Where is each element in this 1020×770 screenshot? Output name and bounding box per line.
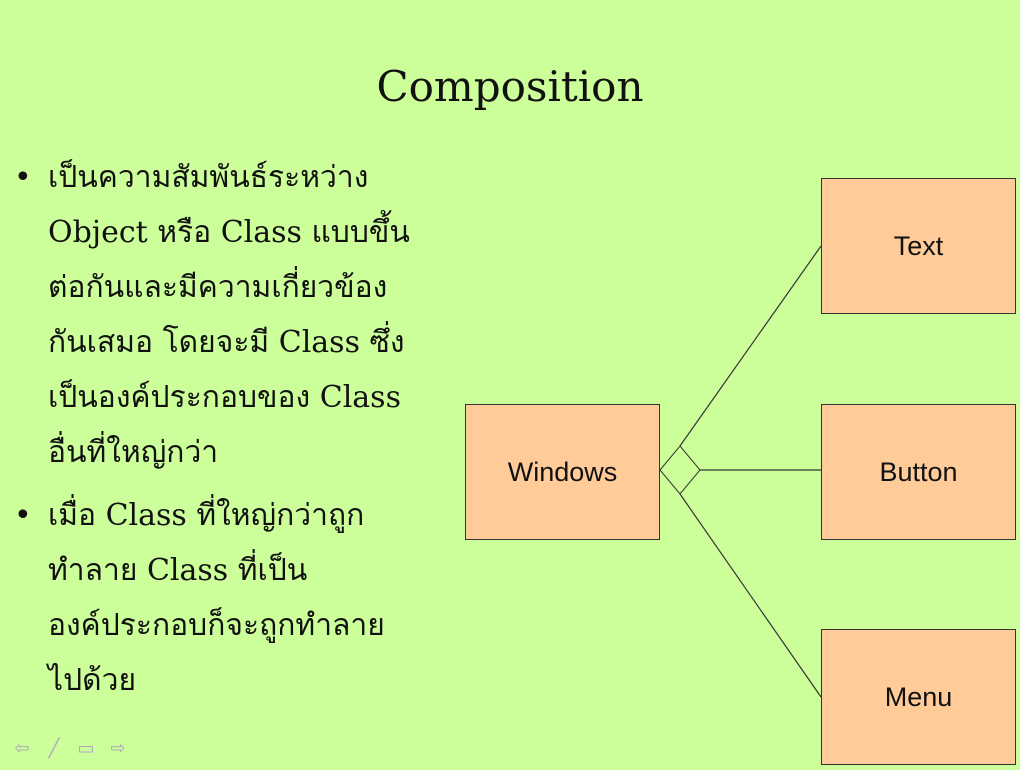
bullet-line: ไปด้วย bbox=[48, 663, 137, 698]
bullet-line: เป็นองค์ประกอบของ Class bbox=[48, 380, 401, 415]
menu-class-box: Menu bbox=[821, 629, 1016, 765]
menu-class-label: Menu bbox=[884, 681, 953, 712]
button-class-label: Button bbox=[879, 456, 958, 487]
bullet-symbol: • bbox=[14, 498, 32, 533]
windows-class-label: Windows bbox=[507, 456, 618, 487]
bullet-list: • เป็นความสัมพันธ์ระหว่าง Object หรือ Cl… bbox=[14, 150, 444, 716]
bullet-line: เมื่อ Class ที่ใหญ่กว่าถูก bbox=[48, 498, 365, 533]
button-class-box: Button bbox=[821, 404, 1016, 540]
link-windows-text bbox=[679, 245, 822, 447]
bullet-line: องค์ประกอบก็จะถูกทำลาย bbox=[48, 608, 385, 643]
bullet-line: ต่อกันและมีความเกี่ยวข้อง bbox=[48, 270, 388, 305]
bullet-line: Object หรือ Class แบบขึ้น bbox=[48, 215, 410, 250]
bullet-item-2: • เมื่อ Class ที่ใหญ่กว่าถูก ทำลาย Class… bbox=[14, 488, 444, 708]
prev-arrow-icon[interactable]: ⇦ bbox=[14, 738, 30, 759]
slide-nav-toolbar: ⇦ ╱ ▭ ⇨ bbox=[10, 738, 130, 760]
bullet-item-1: • เป็นความสัมพันธ์ระหว่าง Object หรือ Cl… bbox=[14, 150, 444, 480]
text-class-box: Text bbox=[821, 178, 1016, 314]
link-windows-menu bbox=[679, 493, 822, 698]
windows-class-box: Windows bbox=[465, 404, 660, 540]
bullet-line: อื่นที่ใหญ่กว่า bbox=[48, 435, 219, 470]
slide-title: Composition bbox=[376, 62, 644, 111]
composition-diamond bbox=[659, 445, 701, 495]
bullet-line: กันเสมอ โดยจะมี Class ซึ่ง bbox=[48, 325, 405, 360]
pen-icon[interactable]: ╱ bbox=[48, 738, 60, 759]
next-arrow-icon[interactable]: ⇨ bbox=[110, 738, 126, 759]
bullet-line: ทำลาย Class ที่เป็น bbox=[48, 553, 308, 588]
bullet-line: เป็นความสัมพันธ์ระหว่าง bbox=[48, 160, 369, 195]
menu-icon[interactable]: ▭ bbox=[77, 738, 95, 759]
bullet-symbol: • bbox=[14, 160, 32, 195]
text-class-label: Text bbox=[893, 230, 944, 261]
